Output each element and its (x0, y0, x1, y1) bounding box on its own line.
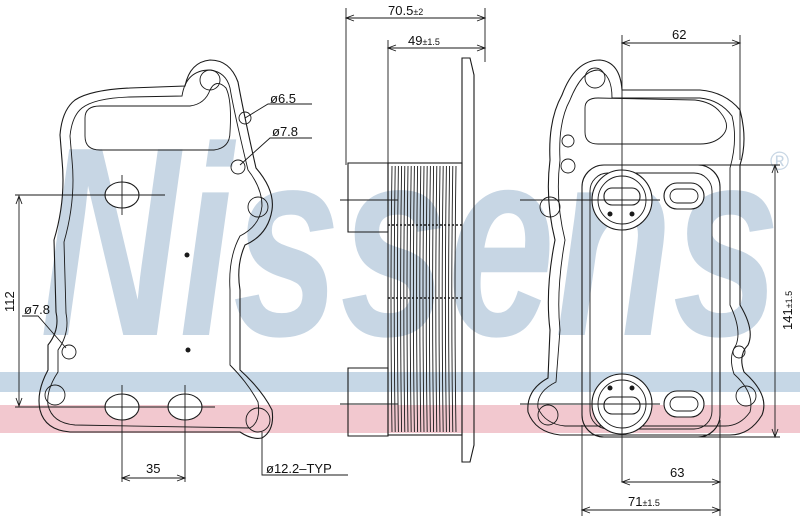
left-top-slot (84, 83, 231, 151)
left-top-hole (199, 69, 221, 91)
left-inner-gasket (47, 69, 263, 429)
dim-71-label: 71±1.5 (628, 494, 660, 509)
dia-78-top-label: ø7.8 (272, 124, 298, 139)
core-fin (428, 165, 431, 433)
dim-49-label: 49±1.5 (408, 33, 440, 48)
core-fin (419, 165, 422, 433)
core-fin (400, 165, 403, 433)
core-fin (416, 165, 419, 433)
core-fin (409, 165, 412, 433)
left-plate-outline (38, 59, 274, 439)
dim-705-label: 70.5±2 (388, 3, 423, 18)
dim-141-label: 141±1.5 (780, 291, 795, 330)
side-core-fins (388, 165, 462, 433)
core-fin (448, 165, 451, 433)
core-fin (438, 165, 441, 433)
pin-dot-2 (185, 347, 191, 353)
right-inner-gasket (537, 69, 752, 427)
hole-122-icon (245, 407, 271, 433)
right-plate-outline (527, 59, 765, 436)
dia-78-left-label: ø7.8 (24, 302, 50, 317)
core-fin (432, 165, 435, 433)
right-view: 62 141±1.5 63 71±1.5 (520, 27, 795, 516)
dia-122-label: ø12.2–TYP (266, 461, 332, 476)
left-view: 112 35 ø6.5 ø7.8 ø7.8 ø12.2–TYP (2, 59, 348, 482)
core-fin (444, 165, 447, 433)
dia-65-label: ø6.5 (270, 91, 296, 106)
pipe-top (347, 162, 389, 233)
dim-62-label: 62 (672, 27, 686, 42)
core-fin (412, 165, 415, 433)
hole-78-top-icon (230, 159, 246, 175)
dim-63-label: 63 (670, 465, 684, 480)
core-fin (425, 165, 428, 433)
right-top-slot (584, 97, 727, 145)
core-fin (454, 165, 457, 433)
pipe-bottom (347, 367, 389, 437)
side-core-stack (387, 162, 463, 436)
pin-dot-1 (184, 252, 190, 258)
core-fin (422, 165, 425, 433)
right-top-hole (584, 67, 606, 89)
hole-left-bottom (44, 384, 66, 406)
hole-65-icon (238, 111, 252, 125)
side-mount-plate (461, 57, 475, 463)
core-fin (441, 165, 444, 433)
right-core-body (581, 164, 721, 438)
core-fin (435, 165, 438, 433)
core-fin (403, 165, 406, 433)
dim-112-label: 112 (2, 291, 17, 312)
side-view: 70.5±2 49±1.5 (340, 3, 487, 463)
core-fin (406, 165, 409, 433)
hole-78-left-icon (61, 344, 77, 360)
hole-right-mid (247, 196, 269, 218)
core-fin (451, 165, 454, 433)
dim-35-label: 35 (146, 461, 160, 476)
